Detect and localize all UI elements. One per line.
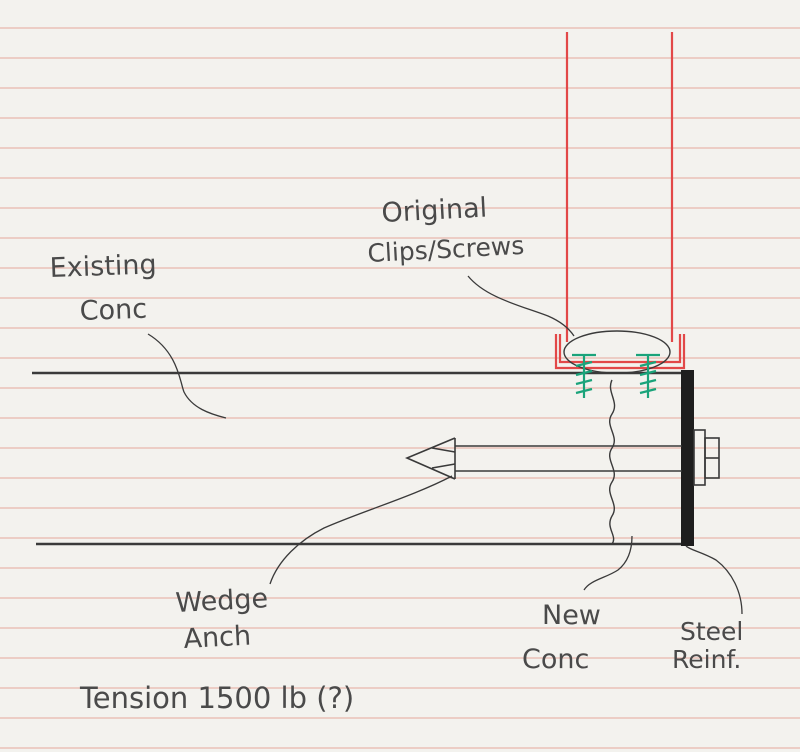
label-steel-line1: Steel	[680, 617, 743, 646]
label-original-line1: Original	[381, 193, 488, 229]
red-member	[554, 32, 686, 370]
leader-steel-reinf	[685, 545, 743, 615]
wedge-anchor	[404, 429, 720, 486]
clips-callout-ellipse	[563, 330, 671, 374]
label-tension: Tension 1500 lb (?)	[79, 681, 354, 715]
label-wedge-line2: Anch	[183, 620, 252, 654]
ruled-lines	[0, 27, 800, 749]
screw-icon	[572, 353, 596, 398]
label-new-line2: Conc	[522, 644, 589, 675]
label-new-line1: New	[542, 600, 601, 631]
label-existing-line2: Conc	[79, 294, 147, 327]
leader-lines	[147, 275, 743, 615]
steel-plate	[681, 370, 694, 546]
label-wedge-line1: Wedge	[175, 583, 269, 619]
label-existing-line1: Existing	[49, 249, 157, 284]
label-steel-line2: Reinf.	[672, 645, 741, 674]
concrete-slab	[32, 371, 683, 546]
leader-existing-conc	[147, 333, 227, 419]
leader-wedge-anch	[269, 475, 453, 585]
label-original-line2: Clips/Screws	[367, 231, 525, 268]
leader-original-clips	[467, 275, 575, 337]
leader-new-conc	[583, 535, 633, 591]
screw-icon	[636, 353, 660, 398]
cold-joint	[609, 379, 616, 545]
